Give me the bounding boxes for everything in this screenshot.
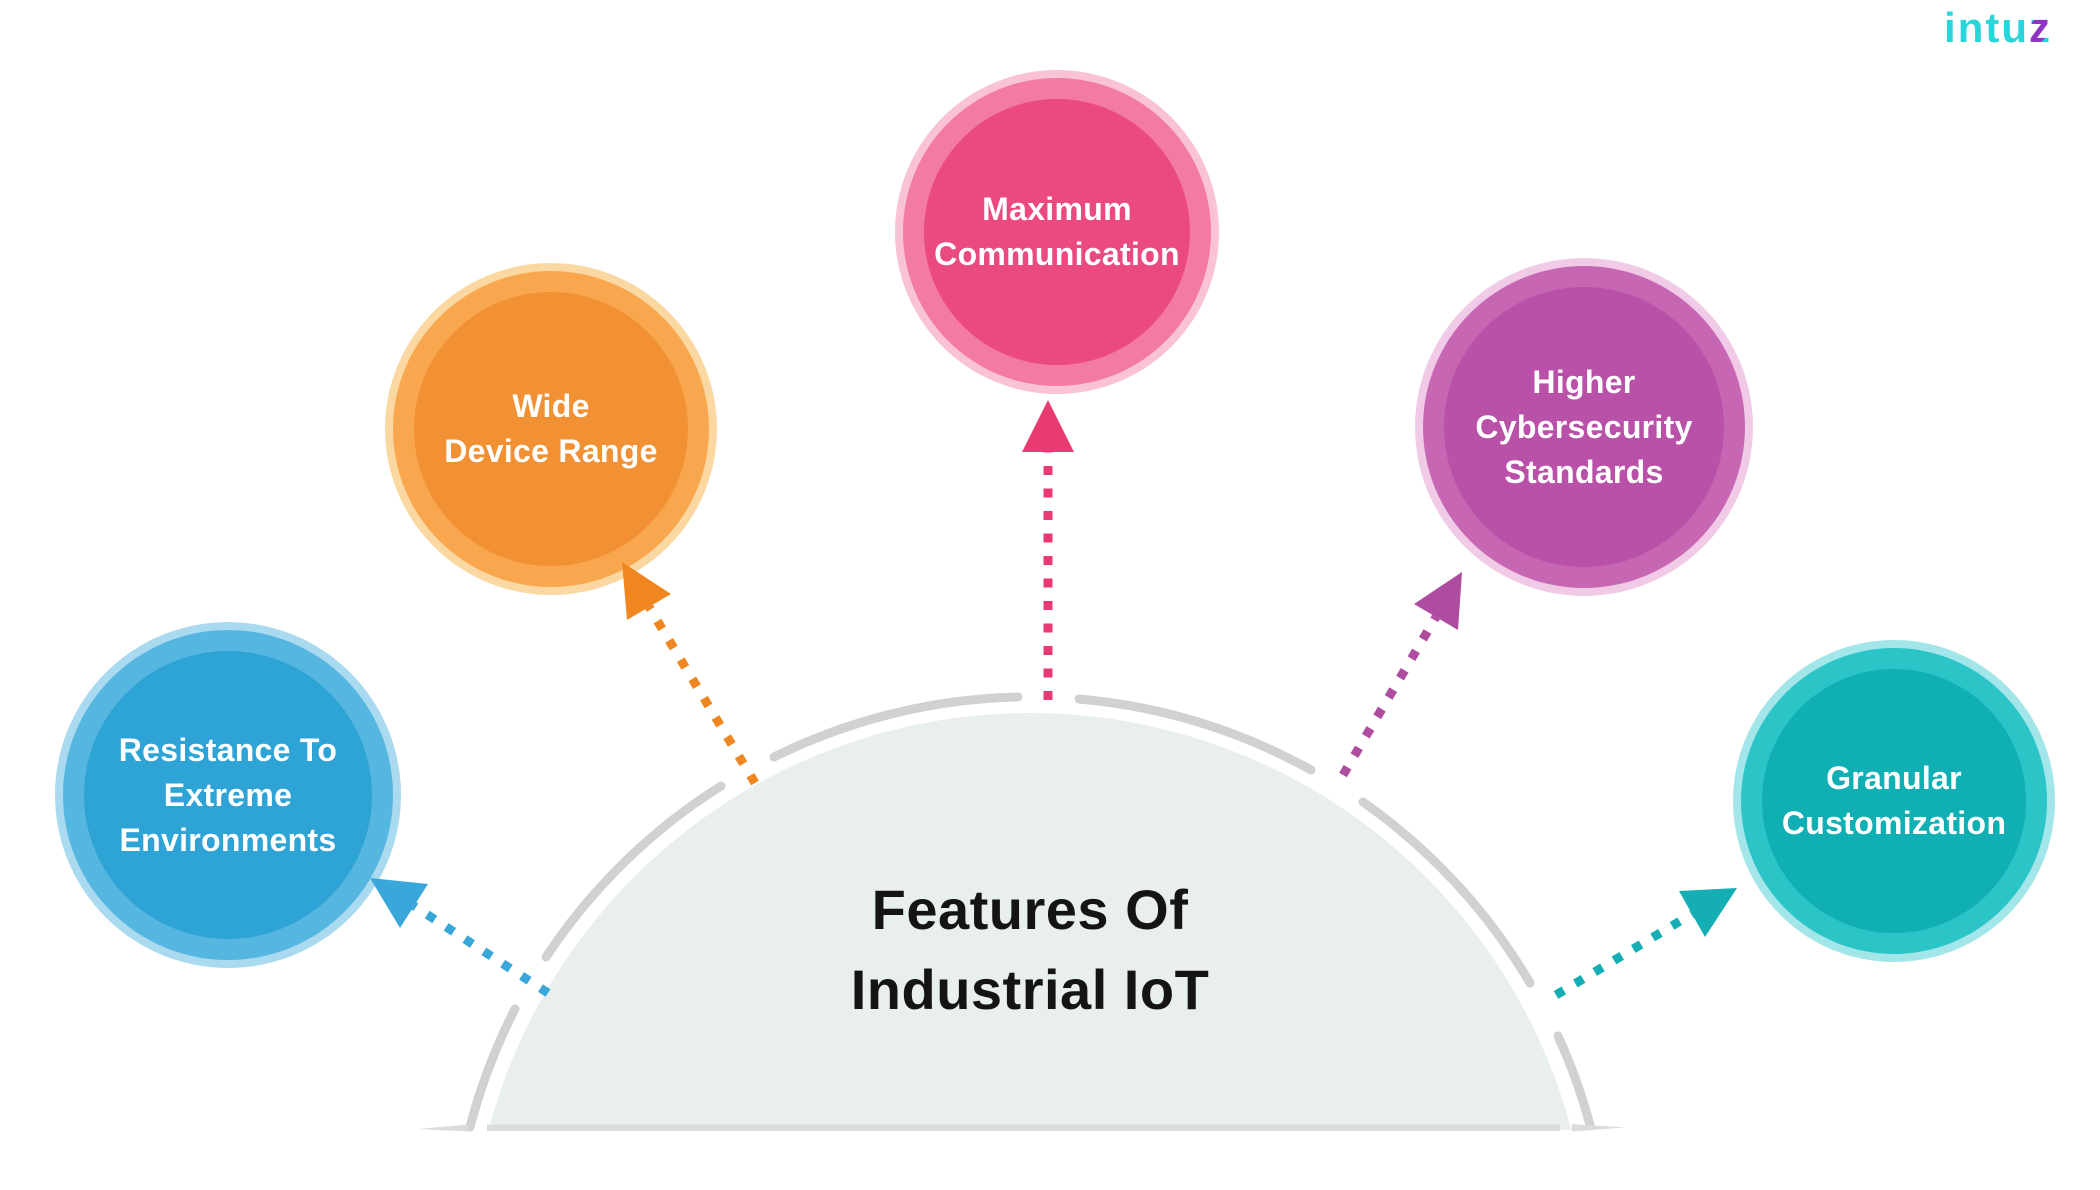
feature-label-line: Granular (1826, 760, 1962, 796)
intuz-logo-prefix: intu (1944, 4, 2029, 51)
page-title: Features Of Industrial IoT (430, 870, 1630, 1030)
feature-label-line: Standards (1504, 453, 1664, 490)
feature-bubble-resistance-to-extreme-environments: Resistance To Extreme Environments (55, 622, 401, 968)
feature-label-line: Customization (1781, 805, 2007, 841)
bubble-ring: Maximum Communication (903, 78, 1211, 386)
bubble-core: Wide Device Range (414, 292, 688, 566)
feature-bubble-wide-device-range: Wide Device Range (385, 263, 717, 595)
intuz-logo-z: z (2029, 4, 2052, 51)
bubble-core: Higher Cybersecurity Standards (1444, 287, 1724, 567)
bubble-core: Resistance To Extreme Environments (84, 651, 372, 939)
bubble-ring: Granular Customization (1741, 648, 2047, 954)
feature-bubble-granular-customization: Granular Customization (1733, 640, 2055, 962)
page-title-line2: Industrial IoT (850, 958, 1210, 1021)
bubble-core: Granular Customization (1762, 669, 2026, 933)
feature-label-line: Maximum (982, 191, 1132, 227)
arrow-maximum-communication (1022, 400, 1074, 700)
feature-bubble-higher-cybersecurity-standards: Higher Cybersecurity Standards (1415, 258, 1753, 596)
feature-label-line: Communication (934, 236, 1180, 272)
bubble-ring: Resistance To Extreme Environments (63, 630, 393, 960)
feature-label-line: Higher (1532, 363, 1636, 400)
intuz-logo: intuz (1944, 4, 2052, 52)
bubble-core: Maximum Communication (924, 99, 1190, 365)
bubble-ring: Wide Device Range (393, 271, 709, 587)
feature-bubble-maximum-communication: Maximum Communication (895, 70, 1219, 394)
feature-label-line: Device Range (444, 433, 658, 469)
page-title-line1: Features Of (871, 878, 1189, 941)
feature-label-line: Extreme (163, 776, 293, 813)
feature-label-line: Wide (512, 388, 590, 424)
feature-label-line: Resistance To (118, 731, 338, 768)
feature-label-line: Environments (119, 821, 337, 858)
bubble-ring: Higher Cybersecurity Standards (1423, 266, 1745, 588)
feature-label-line: Cybersecurity (1475, 408, 1693, 445)
